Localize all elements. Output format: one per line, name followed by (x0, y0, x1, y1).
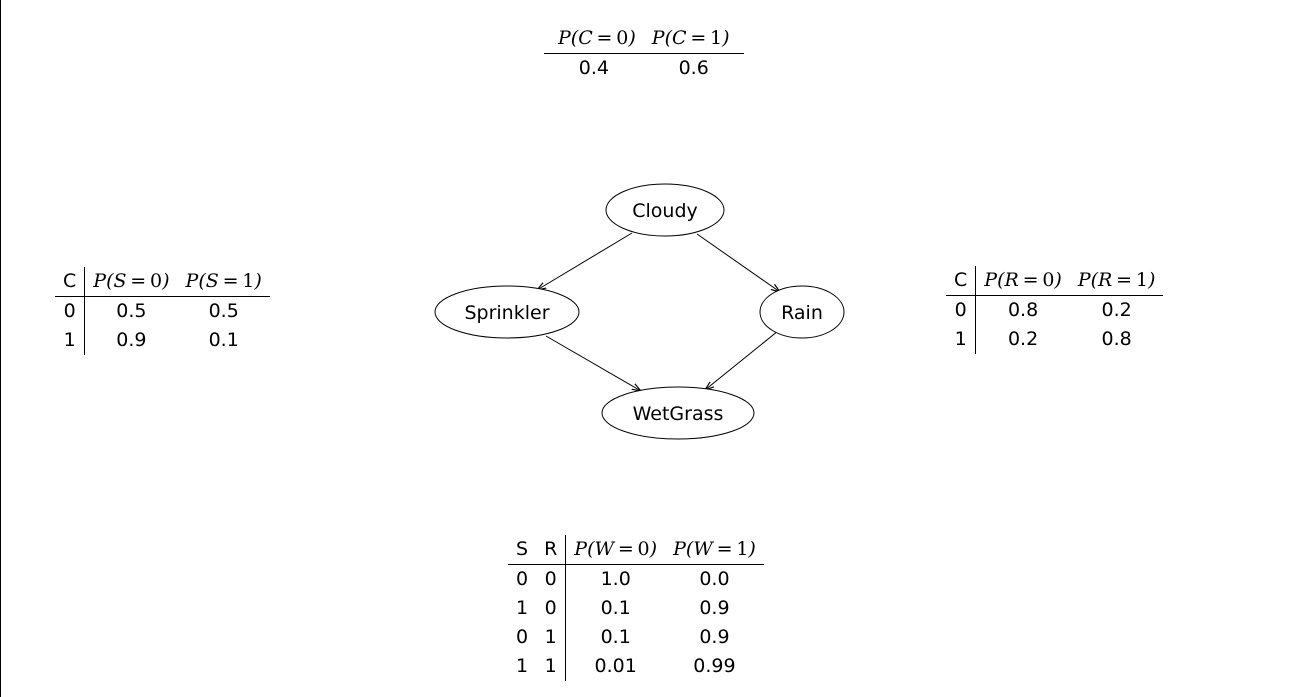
cpt-wetgrass-table: S R P(W = 0) P(W = 1) 0 0 1.0 0.0 1 0 0.… (508, 535, 764, 681)
edge-rain-wetgrass (705, 330, 779, 390)
cpt-rain-table: C P(R = 0) P(R = 1) 0 0.8 0.2 1 0.2 0.8 (946, 266, 1164, 354)
prob-cell: 0.9 (116, 329, 147, 351)
edge-sprinkler-wetgrass (545, 335, 641, 391)
parent-cell: 0 (516, 568, 529, 590)
node-wetgrass-label: WetGrass (633, 403, 724, 425)
prob-cell: 0.8 (1007, 299, 1039, 321)
cpt-header-row: C P(R = 0) P(R = 1) (946, 266, 1164, 296)
prob-header: P(C = 0) (544, 24, 644, 54)
cpt-row: 1 1 0.01 0.99 (508, 652, 764, 681)
parent-cell: 1 (946, 325, 977, 354)
prob-cell: 1.0 (600, 568, 631, 590)
prob-cell: 0.0 (699, 568, 730, 590)
prob-cell: 0.2 (1007, 328, 1039, 350)
cpt-header-row: C P(S = 0) P(S = 1) (55, 267, 270, 297)
node-cloudy: Cloudy (605, 183, 725, 237)
prob-cell: 0.9 (699, 626, 730, 648)
prob-cell: 0.5 (208, 300, 239, 322)
prob-cell: 0.6 (678, 57, 709, 79)
parent-cell: 0 (536, 564, 567, 594)
cpt-row: 0 0.5 0.5 (55, 296, 270, 326)
cpt-row: 0 1 0.1 0.9 (508, 623, 764, 652)
prob-cell: 0.2 (1101, 299, 1132, 321)
cpt-row: 1 0.9 0.1 (55, 326, 270, 355)
parent-cell: 0 (536, 594, 567, 623)
node-cloudy-label: Cloudy (632, 200, 698, 222)
prob-cell: 0.1 (208, 329, 239, 351)
prob-cell: 0.1 (600, 597, 631, 619)
node-rain-label: Rain (781, 302, 823, 324)
parent-cell: 1 (536, 652, 567, 681)
node-rain: Rain (759, 285, 845, 339)
node-sprinkler: Sprinkler (434, 285, 580, 339)
prob-header: P(R = 1) (1069, 266, 1164, 296)
parent-cell: 1 (536, 623, 567, 652)
cpt-row: 1 0.2 0.8 (946, 325, 1163, 354)
parent-header: C (55, 267, 86, 297)
node-sprinkler-ellipse (434, 285, 580, 339)
node-sprinkler-label: Sprinkler (464, 302, 549, 324)
parent-cell: 1 (516, 655, 529, 677)
parent-cell: 1 (516, 597, 529, 619)
prob-cell: 0.99 (693, 655, 736, 677)
parent-header: R (536, 535, 567, 565)
parent-cell: 0 (946, 295, 977, 325)
left-border-line (0, 0, 1, 697)
prob-header: P(W = 1) (665, 535, 764, 565)
parent-header: S (508, 535, 537, 565)
cpt-row: 1 0 0.1 0.9 (508, 594, 764, 623)
cpt-sprinkler-table: C P(S = 0) P(S = 1) 0 0.5 0.5 1 0.9 0.1 (55, 267, 270, 355)
prob-cell: 0.9 (699, 597, 730, 619)
node-wetgrass-ellipse (601, 386, 755, 440)
node-rain-ellipse (759, 285, 845, 339)
prob-header: P(R = 0) (975, 266, 1070, 296)
cpt-row: 0 0 1.0 0.0 (508, 564, 764, 594)
parent-cell: 0 (516, 626, 529, 648)
edges (537, 232, 780, 391)
prob-cell: 0.1 (600, 626, 631, 648)
cpt-row: 0 0.8 0.2 (946, 295, 1163, 325)
cpt-cloudy-table: P(C = 0) P(C = 1) 0.4 0.6 (544, 24, 744, 83)
prob-cell: 0.4 (578, 57, 609, 79)
prob-cell: 0.5 (116, 300, 147, 322)
node-cloudy-ellipse (605, 183, 725, 237)
parent-cell: 1 (55, 326, 86, 355)
cpt-header-row: P(C = 0) P(C = 1) (544, 24, 744, 54)
edge-cloudy-rain (696, 233, 780, 292)
prob-cell: 0.8 (1101, 328, 1132, 350)
prob-header: P(S = 0) (84, 267, 178, 297)
edge-cloudy-sprinkler (537, 232, 633, 290)
cpt-row: 0.4 0.6 (544, 54, 744, 84)
parent-header: C (946, 266, 977, 296)
prob-header: P(W = 0) (565, 535, 666, 565)
prob-cell: 0.01 (594, 655, 637, 677)
node-wetgrass: WetGrass (601, 386, 755, 440)
cpt-header-row: S R P(W = 0) P(W = 1) (508, 535, 764, 565)
prob-header: P(C = 1) (643, 24, 744, 54)
prob-header: P(S = 1) (177, 267, 270, 297)
parent-cell: 0 (55, 296, 86, 326)
